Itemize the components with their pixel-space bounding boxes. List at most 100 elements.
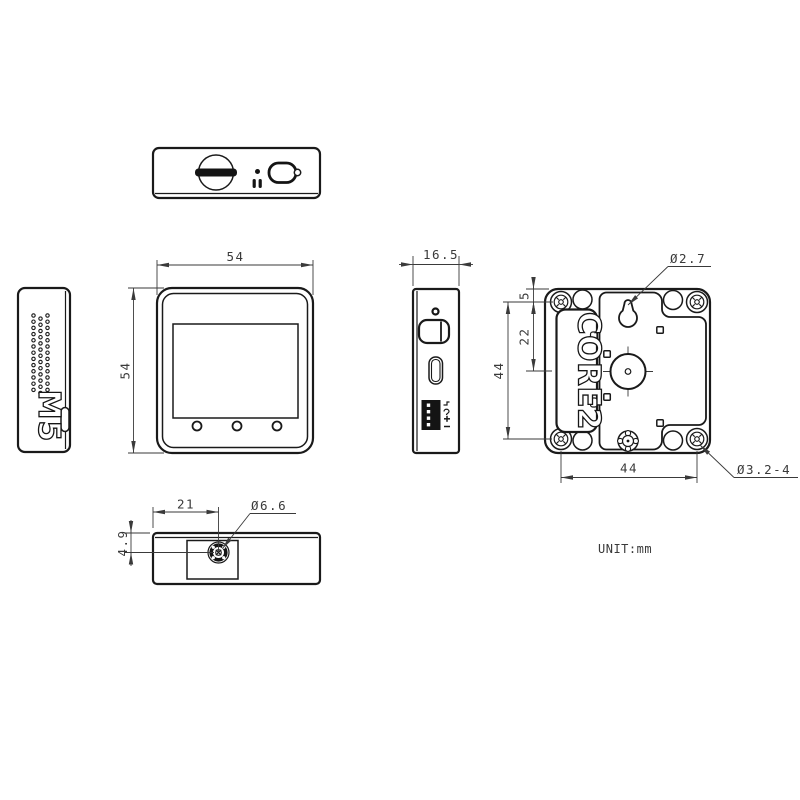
back-square-pad [603,393,612,402]
vent-slot [252,179,256,188]
bottom-center-screw [617,430,639,452]
m5-logo: M5 [31,390,66,443]
reset-hole [293,168,302,177]
speaker-hole [31,387,36,393]
speaker-hole [31,362,36,368]
vent-slot [258,179,262,188]
dim-front-height: 54 [118,361,133,379]
core2-plate [555,308,599,434]
pin-mark-2 [443,408,450,416]
touch-button-c [271,420,283,432]
speaker-hole [31,381,36,386]
side-view-dimension: 16.5 [399,247,473,286]
speaker-hole [31,319,36,324]
dim-back-hanger-hole: Ø2.7 [670,251,706,266]
speaker-hole [45,313,50,318]
core2-logo: CORE2 [571,312,607,430]
dim-bottom-hole-y: 4.9 [115,529,130,556]
speaker-hole [38,328,43,334]
mic-hole [255,169,260,174]
speaker-hole [38,359,43,365]
lcd-screen [172,323,299,419]
speaker-hole [45,331,50,337]
usb-c-port [428,356,444,385]
center-boss [603,346,653,397]
back-view-dimensions: 5 22 44 44 Ø2.7 Ø3.2-4 [491,251,798,483]
power-button-side [417,318,451,345]
speaker-hole [31,344,36,349]
speaker-hole [31,369,36,374]
speaker-hole [45,338,50,343]
bottom-view [151,531,322,586]
speaker-hole [45,381,50,386]
speaker-hole [31,313,36,318]
dim-front-width: 54 [226,249,244,264]
dim-back-edge-offset: 5 [517,291,532,300]
corner-boss [572,430,593,451]
speaker-hole [31,331,36,337]
dim-back-hole-spacing-v: 44 [491,361,506,379]
speaker-hole [31,338,36,343]
speaker-hole [38,372,43,377]
speaker-hole [38,378,43,383]
speaker-holes-pattern [31,313,50,396]
side-notch [60,406,70,433]
back-square-pad [656,419,665,428]
dim-side-width: 16.5 [423,247,459,262]
pin-mark-plus [444,415,450,422]
speaker-hole [38,384,43,390]
speaker-hole [31,325,36,331]
dim-back-corner-hole: Ø3.2-4 [737,462,791,477]
speaker-hole [38,347,43,352]
speaker-hole [38,334,43,340]
speaker-hole [38,322,43,328]
touch-button-a [191,420,203,432]
back-panel [598,291,707,451]
speaker-hole [45,362,50,368]
speaker-hole [31,350,36,355]
speaker-hole [45,356,50,362]
left-side-view: M5 [16,286,72,454]
speaker-hole [38,316,43,321]
speaker-hole [45,387,50,393]
speaker-hole [45,350,50,355]
corner-boss [662,289,684,311]
bottom-view-dimensions: 21 4.9 Ø6.6 [115,497,296,566]
speaker-hole [45,344,50,349]
speaker-hole [38,353,43,359]
speaker-hole [45,369,50,374]
unit-note: UNIT:mm [598,542,652,556]
front-view [155,286,315,455]
speaker-hole [38,341,43,346]
power-led [431,307,440,316]
corner-screw [685,290,709,314]
touch-button-b [231,420,243,432]
corner-screw [685,427,709,451]
speaker-hole [45,325,50,331]
speaker-hole [45,375,50,380]
dim-bottom-hole-dia: Ø6.6 [251,498,287,513]
corner-boss [572,289,593,310]
speaker-hole [38,390,43,396]
back-square-pad [656,326,665,335]
speaker-hole [31,356,36,362]
sd-card-slot [195,168,237,177]
top-view [151,146,322,200]
grove-port [421,400,450,430]
pin-mark-1 [443,401,450,406]
back-square-pad [603,350,612,359]
speaker-hole [38,365,43,371]
right-side-view [411,287,461,455]
power-button-top [267,161,298,184]
back-view: CORE2 [543,287,712,455]
corner-boss [662,430,684,451]
dim-back-hole-spacing-h: 44 [620,461,638,476]
plate-tab [589,397,598,408]
speaker-hole [31,375,36,380]
dim-bottom-hole-x: 21 [177,497,195,512]
front-view-dimensions: 54 54 [118,249,314,454]
dim-back-center-offset: 22 [517,327,532,345]
plate-tab [589,331,598,342]
